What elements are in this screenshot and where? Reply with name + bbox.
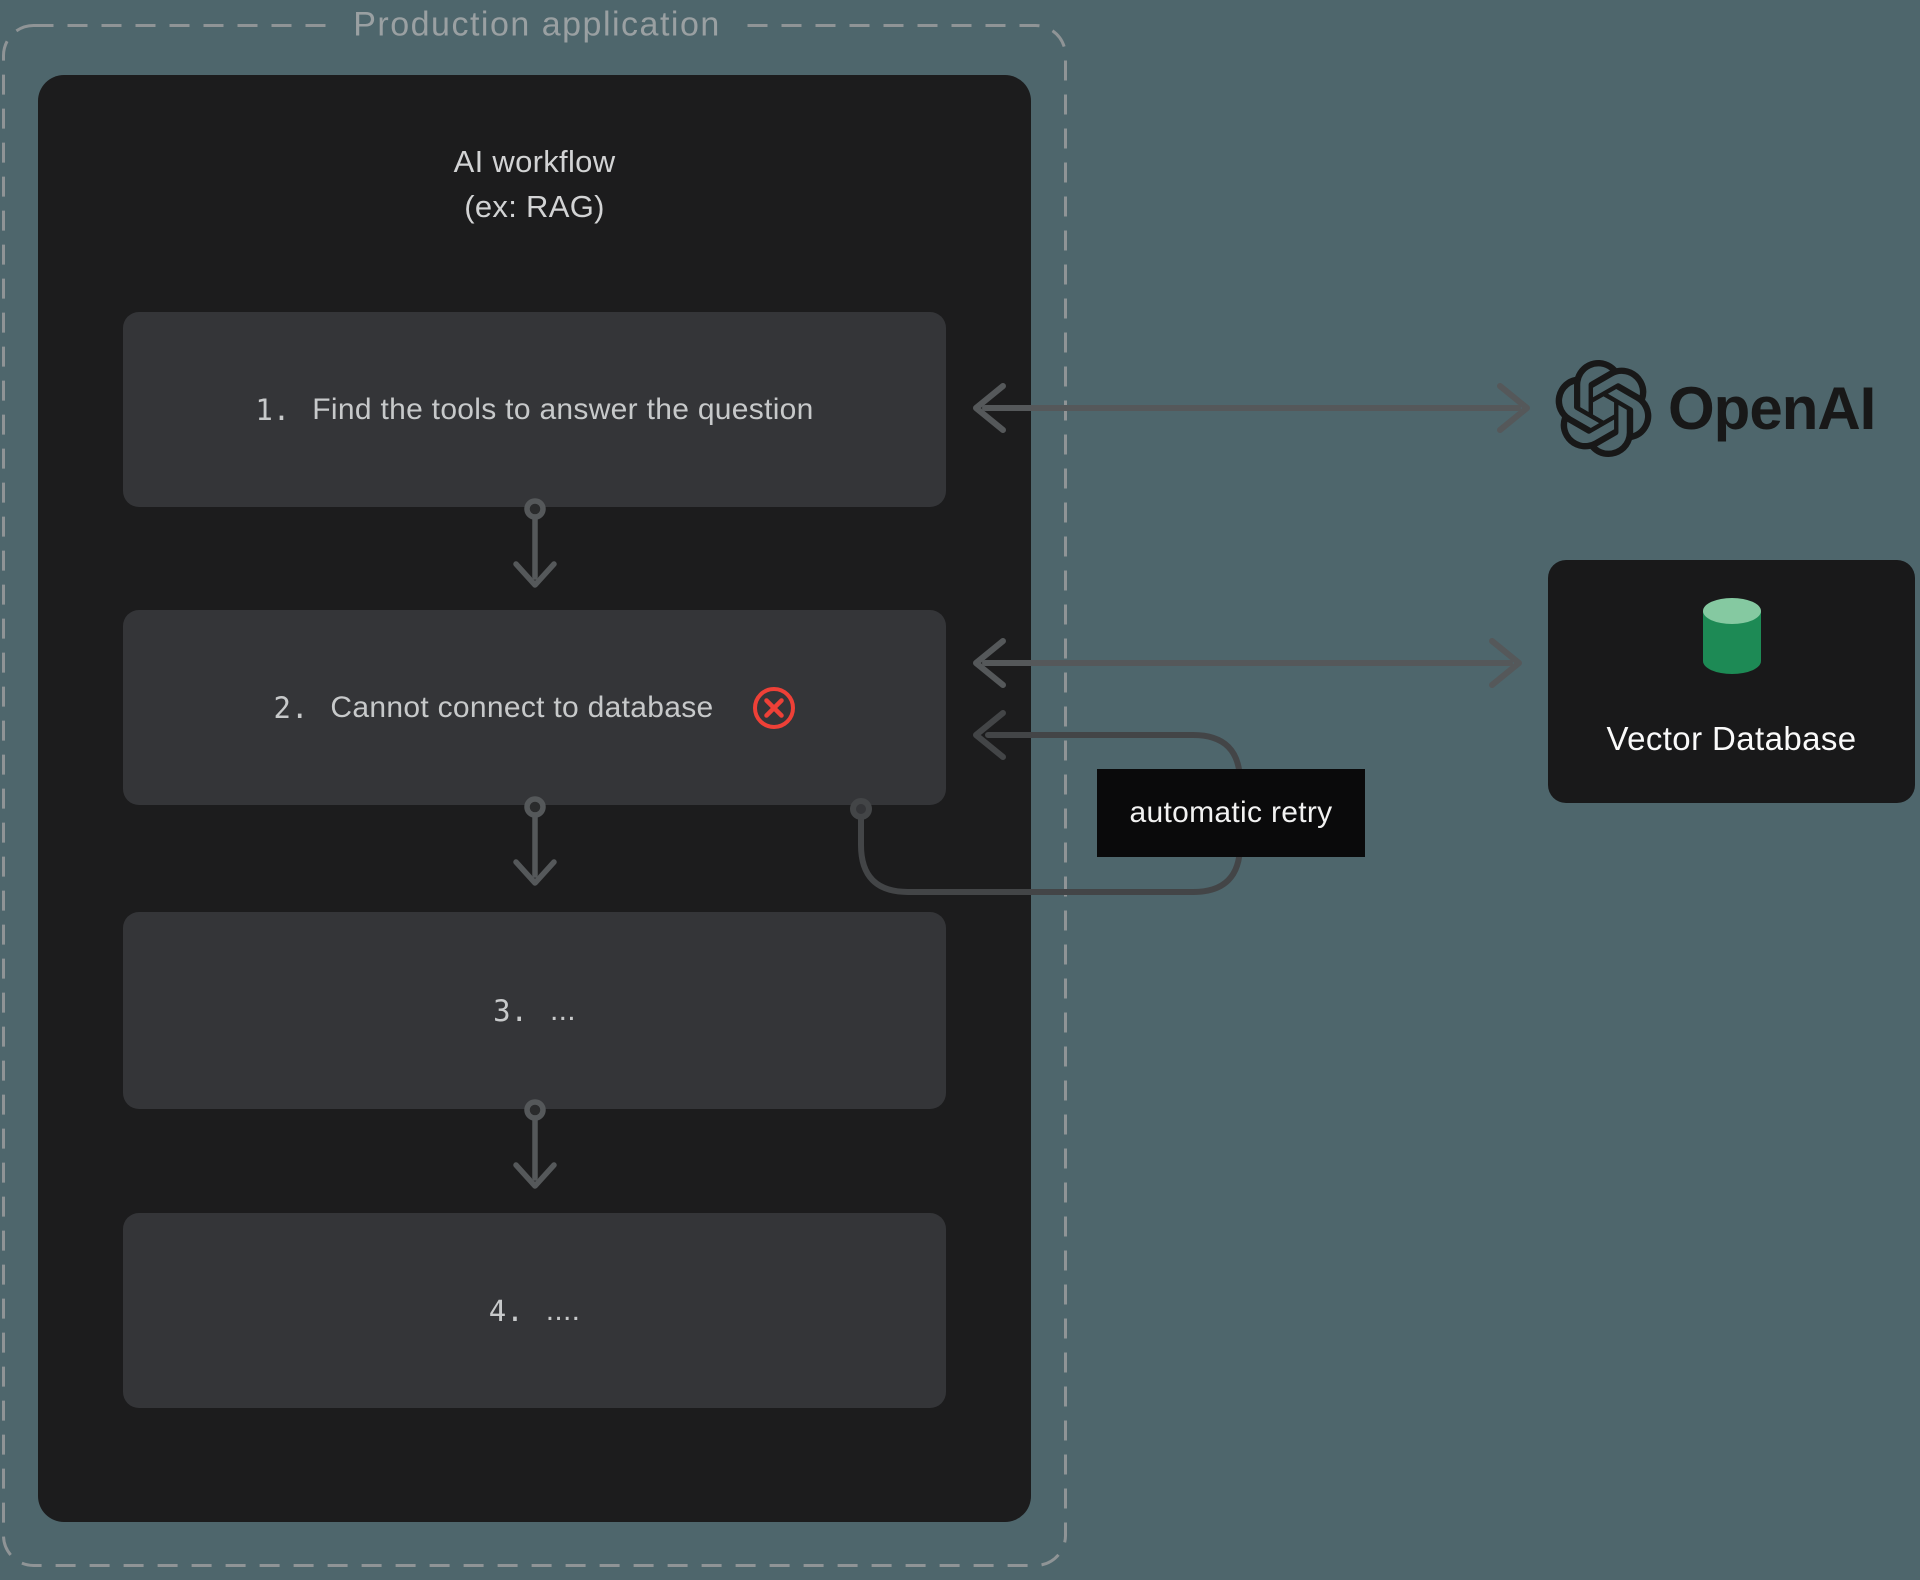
openai-wordmark: OpenAI [1668,375,1876,442]
step-label: ... [550,993,576,1027]
arrow-step2-vectordb [973,638,1522,688]
step-label: .... [545,1293,581,1327]
ai-workflow-title: AI workflow (ex: RAG) [38,139,1031,229]
production-application-label: Production application [335,5,739,45]
ai-workflow-title-line2: (ex: RAG) [464,189,605,224]
automatic-retry-badge: automatic retry [1097,769,1365,857]
step-number: 1. [255,392,291,427]
automatic-retry-label: automatic retry [1129,796,1333,829]
workflow-step-box-4: 4. .... [123,1213,946,1408]
step-label: Find the tools to answer the question [312,392,814,426]
ai-workflow-title-line1: AI workflow [453,144,616,179]
openai-knot-icon [1555,360,1652,457]
database-cylinder-icon [1703,598,1761,674]
step-label: Cannot connect to database [330,690,714,724]
ai-workflow-panel: AI workflow (ex: RAG) 1. Find the tools … [38,75,1031,1522]
openai-logo: OpenAI [1555,360,1876,457]
step-number: 2. [273,690,309,725]
vector-database-label: Vector Database [1606,720,1857,757]
arrow-step1-openai [973,383,1530,433]
workflow-step-box-3: 3. ... [123,912,946,1109]
step-number: 3. [493,993,528,1028]
workflow-step-box-1: 1. Find the tools to answer the question [123,312,946,507]
step-number: 4. [488,1293,524,1328]
workflow-step-box-2: 2. Cannot connect to database [123,610,946,805]
error-circled-x-icon [752,686,795,729]
vector-database-card: Vector Database [1548,560,1915,803]
